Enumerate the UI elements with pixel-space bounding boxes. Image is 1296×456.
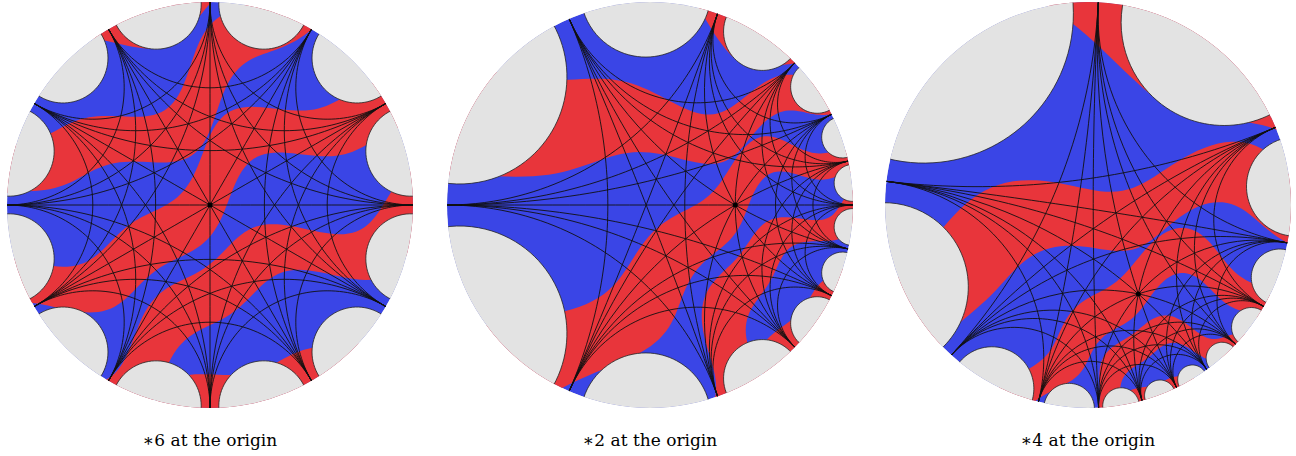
poincare-disk <box>0 0 425 420</box>
boundary-cutout <box>219 361 308 420</box>
boundary-cutout <box>0 214 54 303</box>
boundary-cutout <box>724 340 796 404</box>
boundary-cutout <box>822 252 853 293</box>
boundary-cutout <box>834 209 858 246</box>
mirror-line <box>569 19 608 391</box>
boundary-cutout <box>30 307 108 385</box>
boundary-cutout <box>312 307 390 385</box>
boundary-cutout <box>312 25 390 103</box>
mirror-line <box>569 161 848 391</box>
mirror-line <box>34 259 386 306</box>
boundary-cutout <box>366 214 425 303</box>
boundary-cutout <box>791 297 835 347</box>
boundary-cutout <box>859 0 1074 163</box>
mirror-line <box>210 104 386 408</box>
poincare-disk <box>418 0 858 426</box>
boundary-cutout <box>834 164 858 201</box>
origin-dot <box>733 203 738 208</box>
disk-ground <box>7 2 413 408</box>
mirror-line <box>34 104 386 151</box>
poincare-disk <box>856 0 1296 414</box>
boundary-cutout <box>952 347 1033 409</box>
boundary-cutout <box>418 226 567 404</box>
blue-region <box>7 2 413 408</box>
boundary-cutout <box>1178 365 1207 390</box>
boundary-cutout <box>1247 137 1296 236</box>
boundary-cutout <box>30 25 108 103</box>
mirror-line <box>210 2 386 306</box>
boundary-cutout <box>856 203 969 358</box>
boundary-cutout <box>791 63 835 113</box>
boundary-cutout <box>1232 308 1266 345</box>
boundary-cutout <box>1121 0 1287 126</box>
boundary-cutout <box>724 6 796 70</box>
mirror-line <box>109 29 156 381</box>
mirror-line <box>951 237 1287 356</box>
red-region <box>1078 315 1251 412</box>
boundary-cutout <box>418 6 567 184</box>
mirror-line <box>109 29 312 381</box>
origin-dot <box>208 203 213 208</box>
caption: ∗6 at the origin <box>141 430 279 450</box>
boundary-cutout <box>1206 342 1236 370</box>
boundary-cutout <box>822 117 853 158</box>
mirror-line <box>264 29 311 381</box>
boundary-cutout <box>1145 380 1176 404</box>
boundary-cutout <box>1103 388 1140 413</box>
boundary-cutout <box>1251 249 1294 305</box>
caption: ∗2 at the origin <box>581 430 719 450</box>
mirror-line <box>951 127 1275 355</box>
mirror-line <box>569 14 717 392</box>
boundary-cutout <box>366 107 425 196</box>
mirror-line <box>951 290 1235 355</box>
origin-dot <box>1136 291 1141 296</box>
boundary-cutout <box>1044 383 1095 414</box>
mirror-line <box>34 104 386 307</box>
caption: ∗4 at the origin <box>1019 430 1157 450</box>
boundary-cutout <box>0 107 54 196</box>
boundary-cutout <box>580 353 710 426</box>
boundary-cutout <box>112 361 201 420</box>
boundary-cutout <box>112 0 201 49</box>
boundary-cutout <box>219 0 308 49</box>
mirror-line <box>447 205 853 206</box>
boundary-cutout <box>580 0 710 57</box>
